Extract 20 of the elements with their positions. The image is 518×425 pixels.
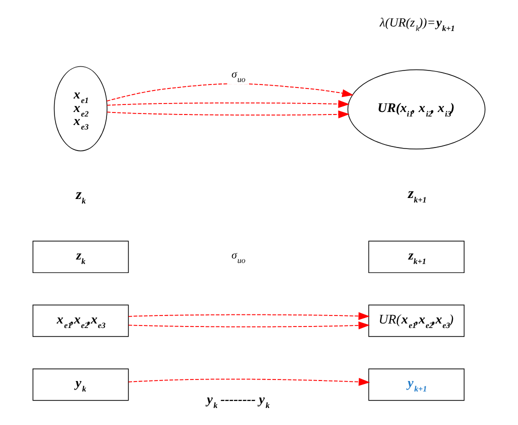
node-box: z$_{k}$ xyxy=(32,240,129,274)
node-box: UR(x$_{e1}$,x$_{e2}$,x$_{e3}$) xyxy=(368,304,465,337)
arrow xyxy=(106,110,350,118)
node-ellipse: UR(x$_{i1}$, x$_{i2}$, x$_{i3}$) xyxy=(347,69,486,150)
node-label: z$_{k+1}$ xyxy=(408,186,427,205)
arrow xyxy=(128,378,370,386)
node-box: z$_{k+1}$ xyxy=(368,240,465,274)
node-label: z$_{k}$ xyxy=(76,186,86,206)
label: σ$_{uo}$ xyxy=(231,250,246,266)
node-box: x$_{e1}$,x$_{e2}$,x$_{e3}$ xyxy=(32,304,129,337)
node-box: y$_{k+1}$ xyxy=(368,368,465,401)
label: y$_{k}$ -------- y$_{k}$ xyxy=(206,391,270,410)
arrow xyxy=(128,322,370,330)
arrow xyxy=(128,312,370,320)
node-ellipse: x$_{e1}$ x$_{e2}$ x$_{e3}$ xyxy=(54,66,108,152)
node-box: y$_{k}$ xyxy=(32,368,129,401)
arrow xyxy=(106,100,350,108)
arrow xyxy=(106,83,354,102)
edge-label: σ$_{uo}$ xyxy=(231,68,246,84)
node-label: λ(UR(z$_{k}$))=y$_{k+1}$ xyxy=(380,16,455,34)
